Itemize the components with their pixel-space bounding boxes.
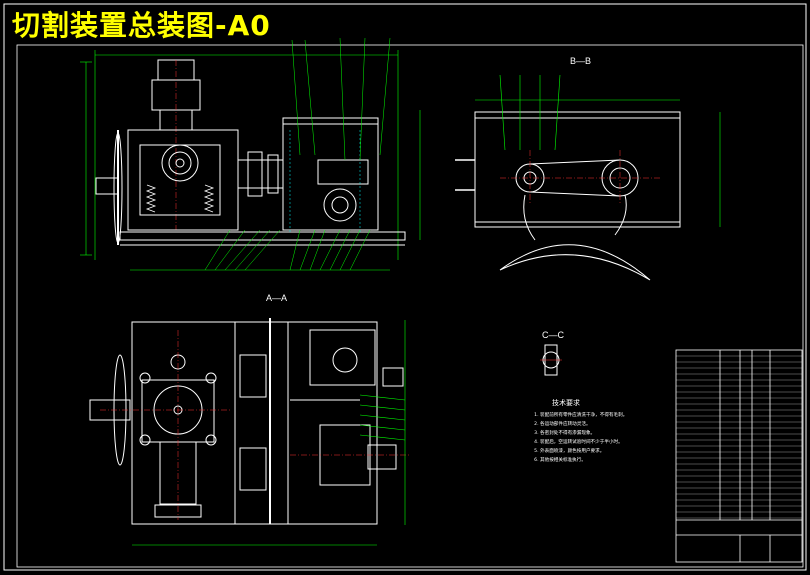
section-cc-view	[540, 344, 562, 376]
section-bb-label: B—B	[570, 56, 592, 66]
technical-notes-heading: 技术要求	[552, 399, 580, 407]
sheet-border	[3, 3, 807, 571]
technical-note-item: 装配前所有零件应清洗干净，不得有毛刺。	[540, 411, 670, 420]
inner-frame	[16, 44, 804, 568]
technical-note-item: 装配后，空运转试验时间不少于半小时。	[540, 438, 670, 447]
technical-note-item: 其他按相关标准执行。	[540, 456, 670, 465]
section-bb-view	[455, 74, 721, 281]
technical-notes: 技术要求 装配前所有零件应清洗干净，不得有毛刺。各运动部件应转动灵活。各密封处不…	[530, 398, 670, 465]
technical-notes-list: 装配前所有零件应清洗干净，不得有毛刺。各运动部件应转动灵活。各密封处不得有渗漏现…	[530, 411, 670, 465]
technical-note-item: 各密封处不得有渗漏现象。	[540, 429, 670, 438]
front-view	[80, 37, 421, 271]
section-aa-view	[89, 318, 410, 546]
section-cc-label: C—C	[542, 330, 564, 340]
technical-note-item: 各运动部件应转动灵活。	[540, 420, 670, 429]
parts-list-rows	[676, 355, 802, 519]
drawing-title: 切割装置总装图-A0	[12, 9, 271, 42]
section-aa-label: A—A	[266, 293, 288, 303]
title-block	[675, 349, 803, 563]
front-dimensions	[80, 50, 421, 271]
technical-note-item: 外表面喷漆，颜色按用户要求。	[540, 447, 670, 456]
